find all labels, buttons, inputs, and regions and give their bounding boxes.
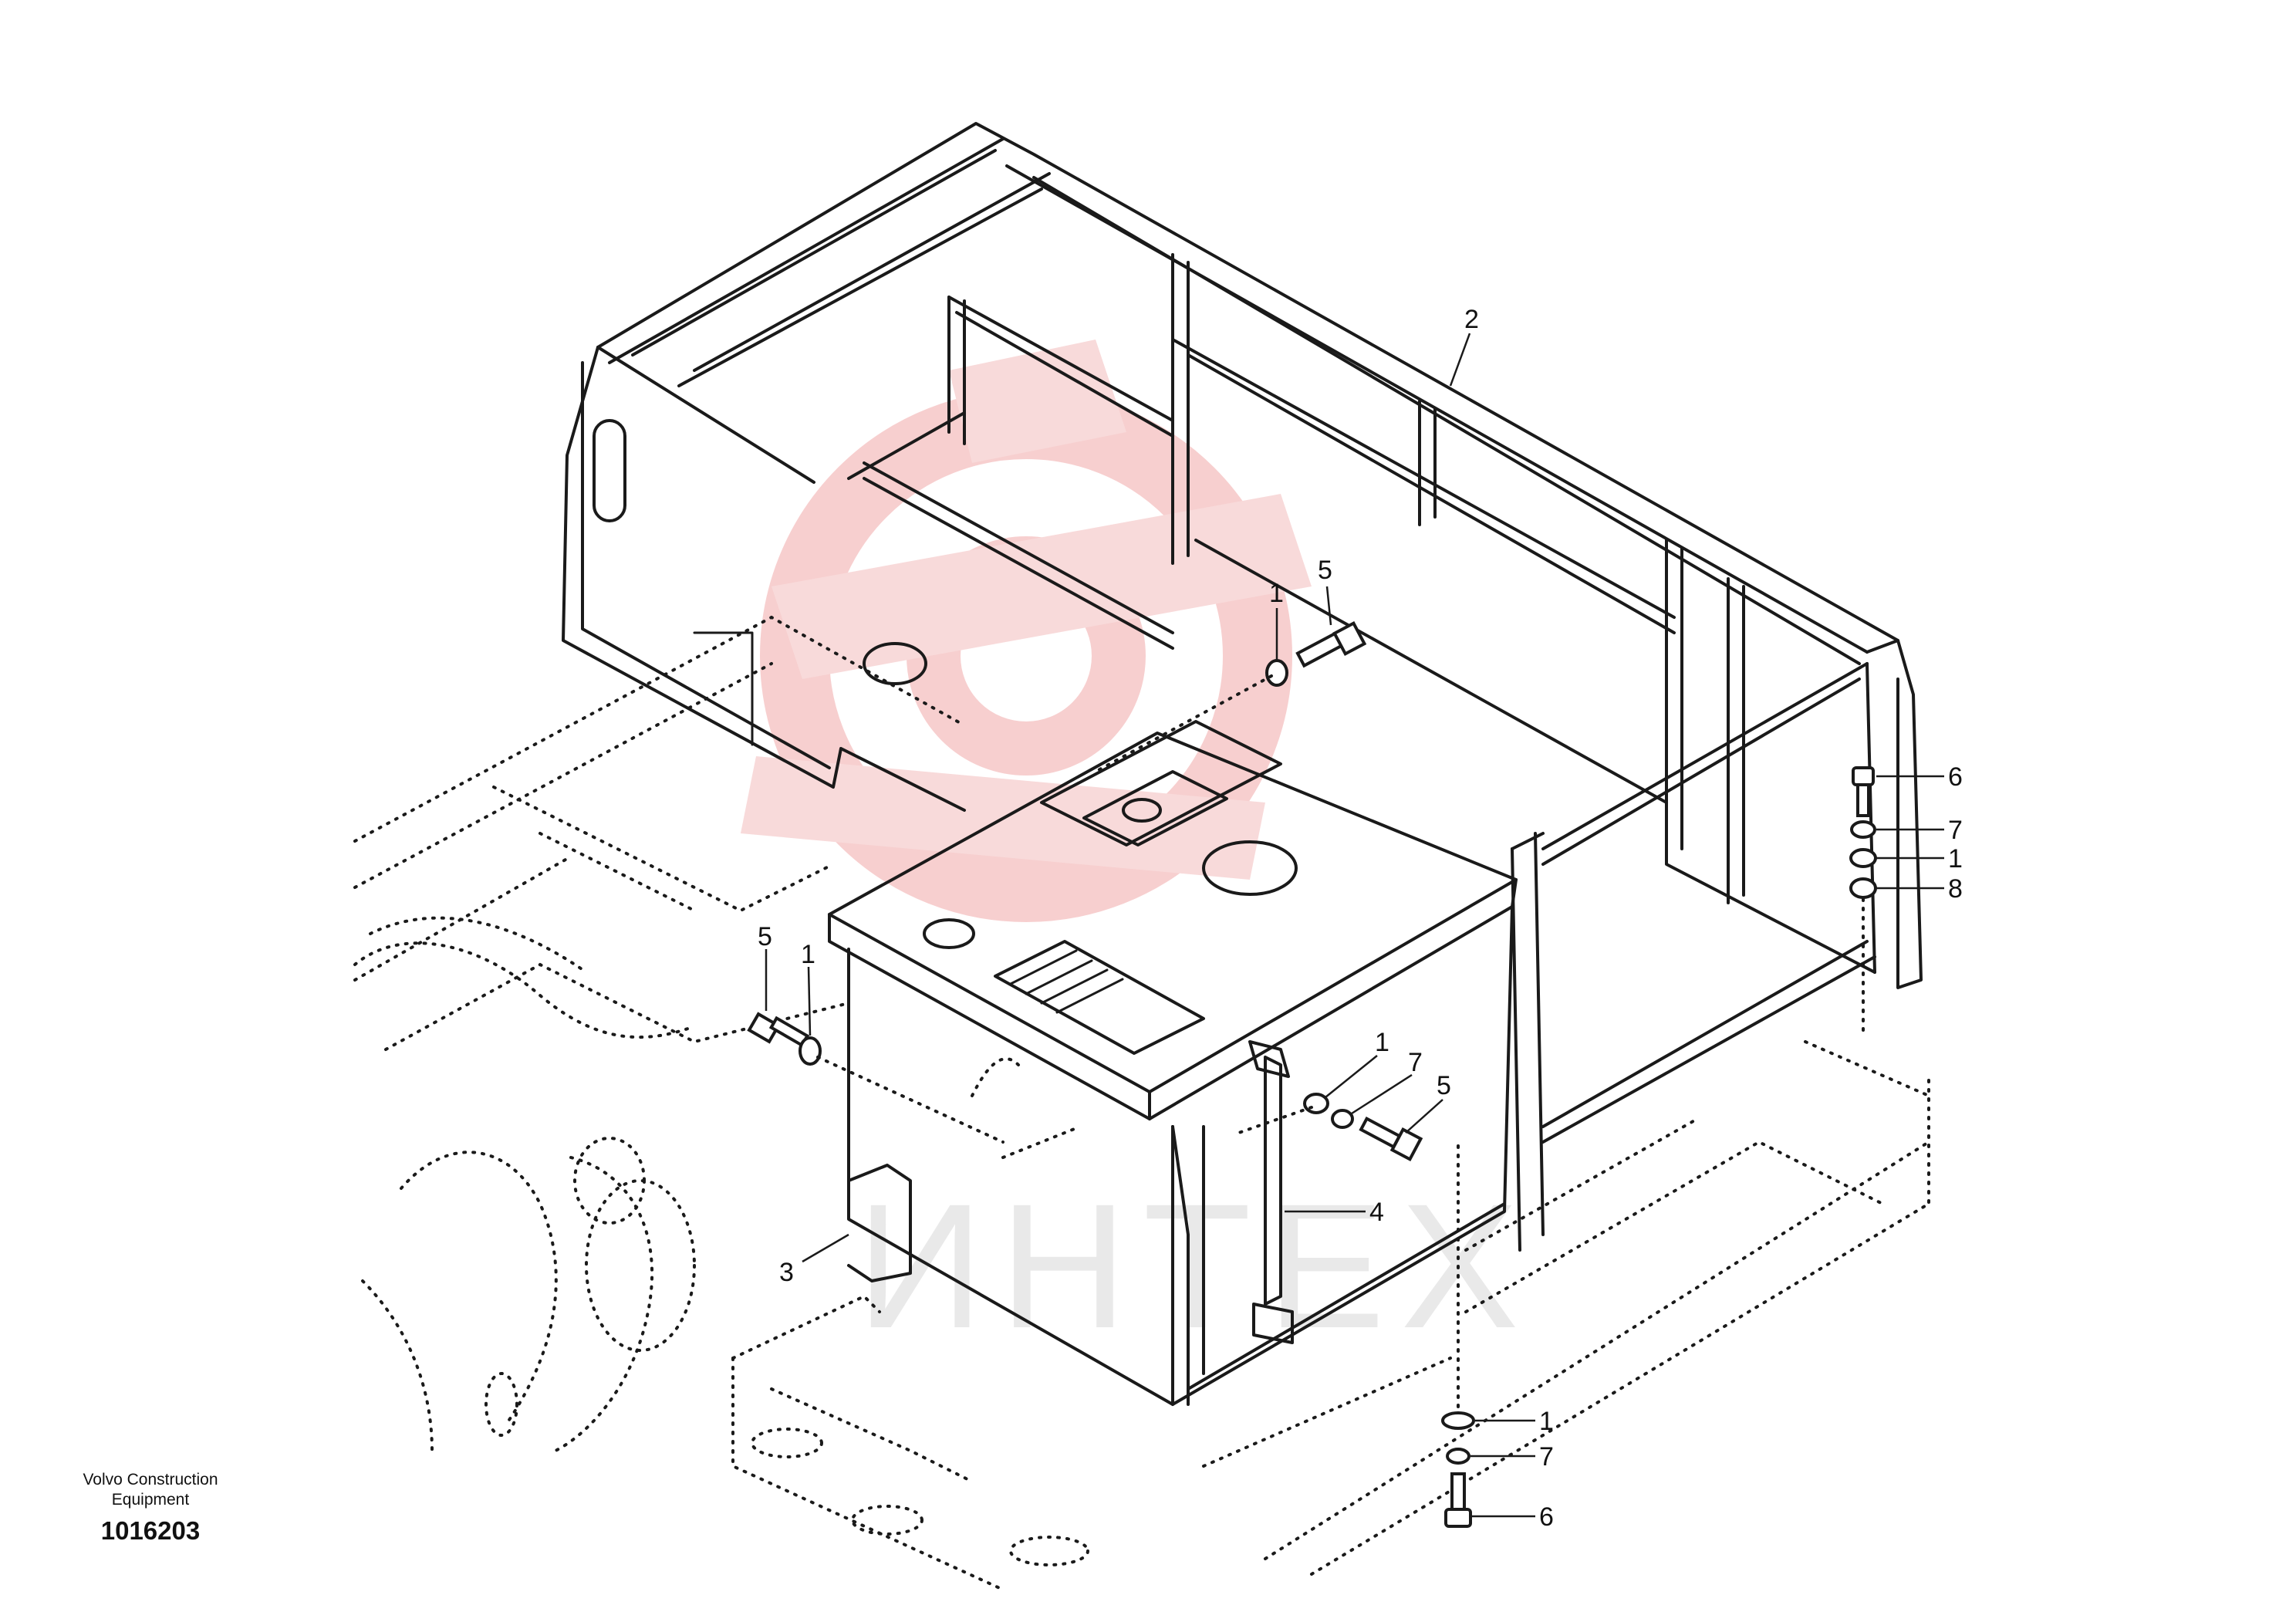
callout-5: 5 [758,922,772,951]
cab-frame [562,122,1923,1252]
callout-7: 7 [1408,1048,1423,1077]
hardware-washer-7-mid [1331,1109,1354,1129]
callout-4: 4 [1369,1198,1384,1227]
hardware-washer-1-bottom [1441,1411,1475,1430]
callout-7: 7 [1539,1442,1554,1472]
callout-1: 1 [1269,579,1284,608]
hardware-washer-7-right [1850,820,1876,839]
base-frame-phantom [353,615,1930,1591]
hardware-washer-1-right [1849,848,1877,868]
callout-leaders [765,333,1944,1518]
callout-1: 1 [801,940,815,969]
callout-8: 8 [1948,874,1963,904]
hardware-washer-7-bottom [1446,1448,1470,1465]
box-cover [828,720,1518,1406]
manufacturer-name: Volvo Construction Equipment [83,1471,218,1509]
hardware-bolt-5-mid [1359,1116,1423,1162]
hardware-washer-1-top [1265,659,1288,687]
watermark-text: ИНТЕХ [856,1167,1535,1365]
callout-5: 5 [1437,1071,1451,1100]
hardware-washer-1-left [799,1036,822,1066]
callout-labels: 2 5 1 6 7 1 8 5 1 1 7 5 4 3 1 7 6 [758,305,1963,1532]
callout-1: 1 [1375,1028,1389,1057]
callout-3: 3 [779,1258,794,1287]
callout-2: 2 [1464,305,1479,334]
hardware-bolt-5-left [747,1012,810,1048]
hardware-washer-1-mid [1303,1093,1329,1114]
assembly-lines [816,674,1865,1414]
callout-5: 5 [1318,556,1332,585]
hardware-bolt-6-right [1852,766,1875,817]
callout-1: 1 [1539,1407,1554,1436]
callout-1: 1 [1948,844,1963,874]
callout-6: 6 [1948,762,1963,792]
callout-6: 6 [1539,1502,1554,1532]
callout-7: 7 [1948,816,1963,845]
hardware-bolt-5-top [1295,620,1367,668]
document-number: 1016203 [100,1516,201,1545]
hardware-bolt-6-bottom [1444,1472,1472,1528]
hardware-washer-8-right [1849,877,1877,899]
